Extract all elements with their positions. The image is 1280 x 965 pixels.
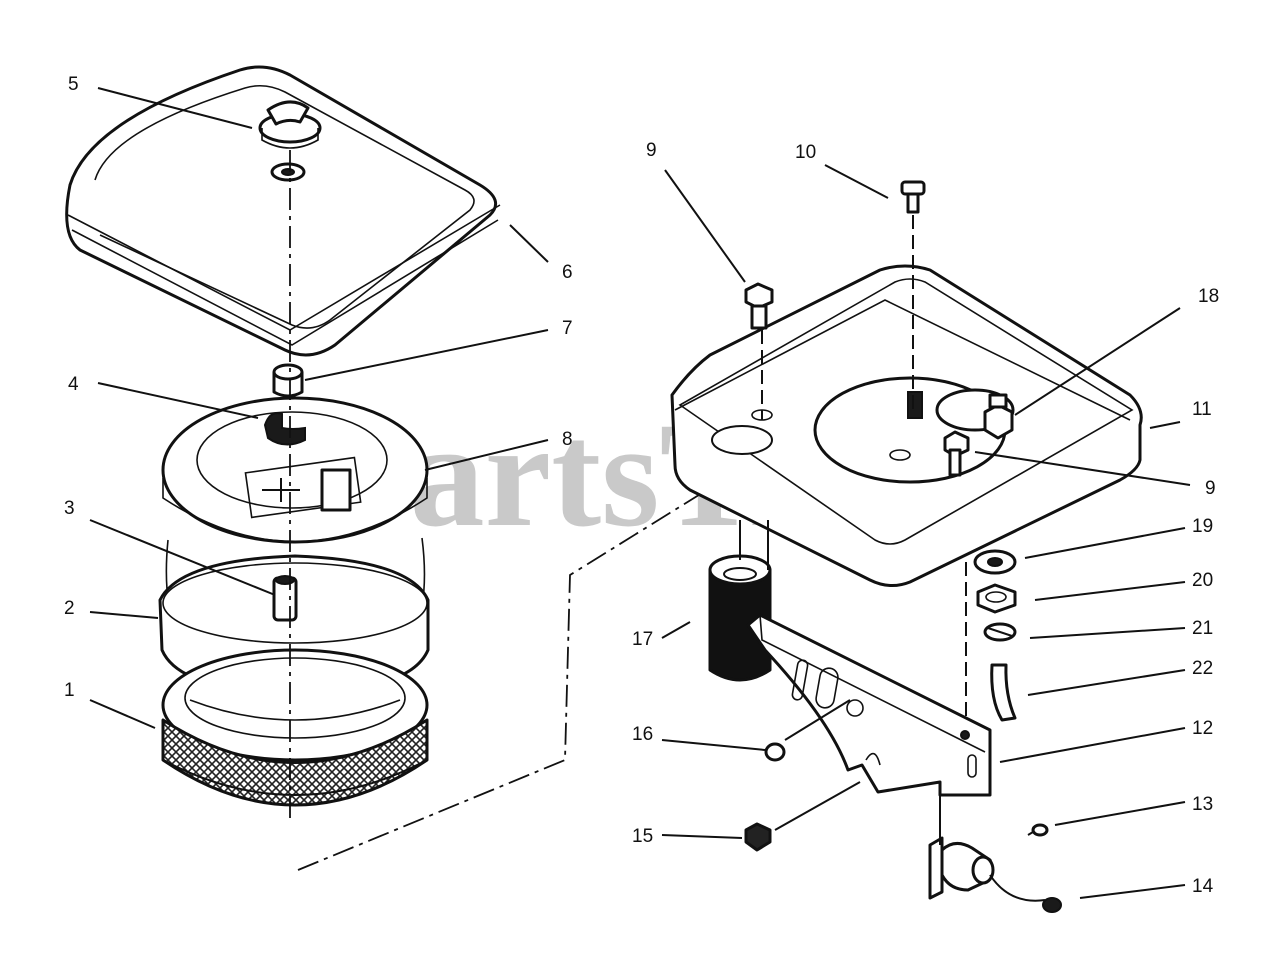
element-cover-plate <box>161 396 429 544</box>
air-filter-element <box>161 648 429 807</box>
bolt-top <box>744 282 774 330</box>
nut-small <box>764 742 786 762</box>
screw <box>900 180 926 214</box>
callout-18: 18 <box>1198 286 1219 307</box>
callout-21: 21 <box>1192 618 1213 639</box>
callout-8: 8 <box>562 429 573 450</box>
callout-9-right: 9 <box>1205 478 1216 499</box>
leader-lines <box>89 87 1191 899</box>
callout-11: 11 <box>1192 399 1212 420</box>
mounting-bracket <box>746 613 992 797</box>
spacer <box>272 363 304 398</box>
restriction-indicator <box>928 785 1062 913</box>
callout-20: 20 <box>1192 570 1213 591</box>
callout-19: 19 <box>1192 516 1213 537</box>
bolt <box>907 391 970 477</box>
callout-16: 16 <box>632 724 653 745</box>
callout-2: 2 <box>64 598 75 619</box>
callout-10: 10 <box>795 142 816 163</box>
wing-nut <box>263 412 306 446</box>
stud <box>272 575 298 622</box>
hose-clamp <box>983 622 1017 642</box>
callout-5: 5 <box>68 74 79 95</box>
wing-knob <box>258 100 322 182</box>
washer <box>973 549 1017 575</box>
callout-6: 6 <box>562 262 573 283</box>
callout-7: 7 <box>562 318 573 339</box>
fitting <box>983 393 1014 440</box>
intake-tube <box>708 520 772 682</box>
callout-15: 15 <box>632 826 653 847</box>
callout-12: 12 <box>1192 718 1213 739</box>
callout-1: 1 <box>64 680 75 701</box>
callout-9-top: 9 <box>646 140 657 161</box>
callout-17: 17 <box>632 629 653 650</box>
small-screw <box>1027 823 1049 837</box>
nut-large <box>744 822 772 852</box>
callout-13: 13 <box>1192 794 1213 815</box>
callout-14: 14 <box>1192 876 1214 897</box>
callout-3: 3 <box>64 498 75 519</box>
callout-22: 22 <box>1192 658 1213 679</box>
callout-4: 4 <box>68 374 79 395</box>
hex-nut <box>976 583 1017 614</box>
air-cleaner-base <box>670 264 1143 587</box>
hose <box>990 663 1017 722</box>
air-cleaner-cover <box>65 65 501 357</box>
